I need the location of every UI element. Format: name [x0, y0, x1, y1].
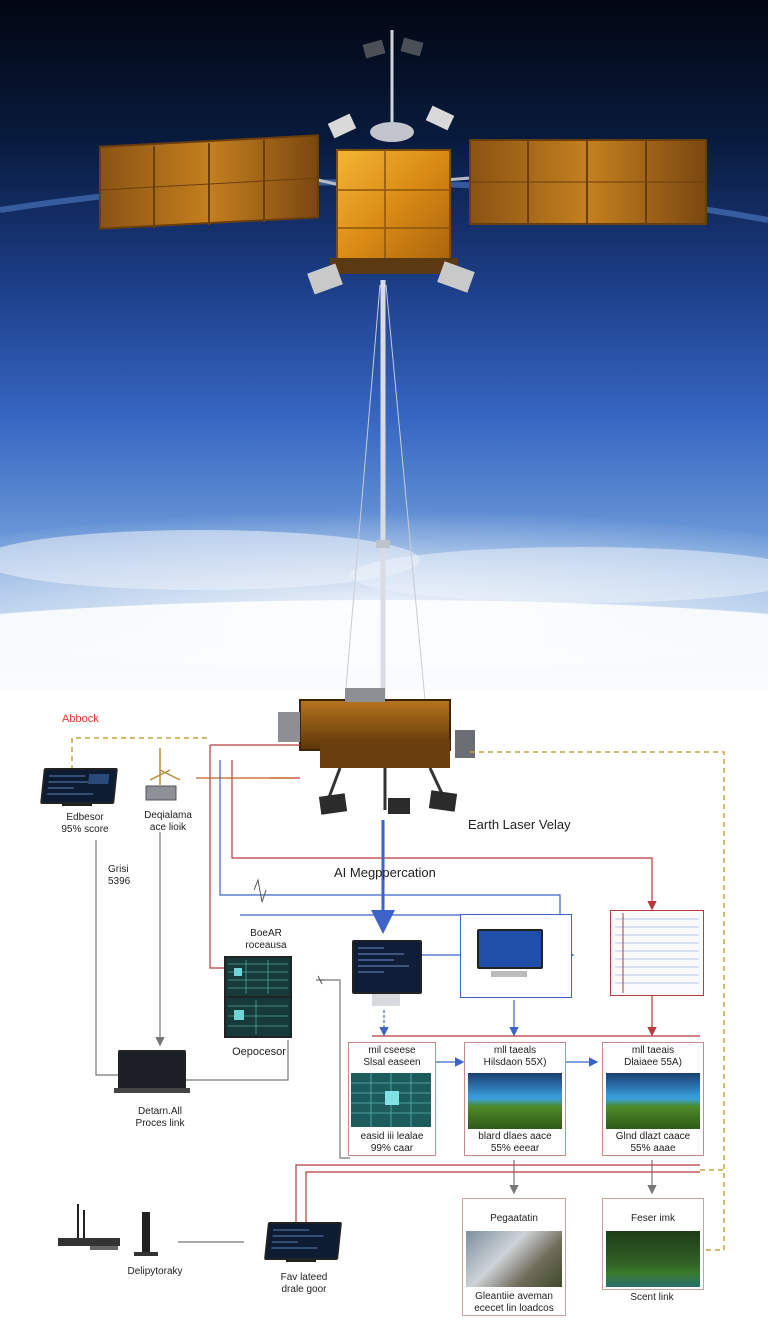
stat-small-label: Grisi 5396: [108, 864, 131, 887]
ai-main-label: AI Megppercation: [334, 865, 436, 880]
deploy-label: Delipytoraky: [127, 1266, 183, 1277]
final-terminal-label: Fav lateed drale goor: [280, 1272, 328, 1295]
mid-box-1: mil cseese Slsal easeen easid iii lealae…: [348, 1042, 436, 1156]
bottom-box-2-caption: Scent link: [630, 1292, 674, 1303]
chip-board-icon: [351, 1073, 431, 1127]
landscape-thumbnail: [606, 1073, 700, 1129]
mid-box-2: mll taeals Hilsdaon 55X) blard dlaes aac…: [464, 1042, 566, 1156]
chip-board-icon: [224, 996, 292, 1038]
earth-laser-label: Earth Laser Velay: [468, 817, 571, 832]
data-grid-icon: [610, 910, 704, 996]
left-monitor-label: Edbesor 95% score: [61, 812, 109, 835]
processor-label: Oepocesor: [232, 1046, 286, 1058]
data-link-label: Detarn.All Proces link: [135, 1106, 185, 1129]
forest-thumbnail: [606, 1231, 700, 1287]
solar-panel-left: [99, 134, 319, 230]
mountain-thumbnail: [466, 1231, 562, 1287]
monitor-icon: [352, 940, 422, 994]
router-icon: [58, 1204, 158, 1256]
solar-panel-right: [469, 139, 707, 225]
bottom-box-1: Pegaatatin Gleantiie aveman ececet lin l…: [462, 1198, 566, 1316]
attack-label: Abbock: [62, 713, 99, 725]
boar-process-label: BoeAR roceausa: [245, 928, 287, 951]
monitor-icon: [40, 768, 118, 804]
mid-box-3: mll taeais Dlaiaee 55A) Glnd dlazt caace…: [602, 1042, 704, 1156]
platform-legs: [318, 740, 458, 815]
antenna-icon: [145, 748, 181, 801]
laptop-icon: [118, 1050, 186, 1090]
monitor-icon: [477, 929, 543, 969]
terminal-icon: [264, 1222, 342, 1260]
relay-terminal-label: Deqialama ace lioik: [144, 810, 192, 833]
bottom-box-2: Feser imk: [602, 1198, 704, 1290]
ai-workstation-box: [460, 914, 572, 998]
chip-board-icon: [224, 956, 292, 998]
landscape-thumbnail: [468, 1073, 562, 1129]
